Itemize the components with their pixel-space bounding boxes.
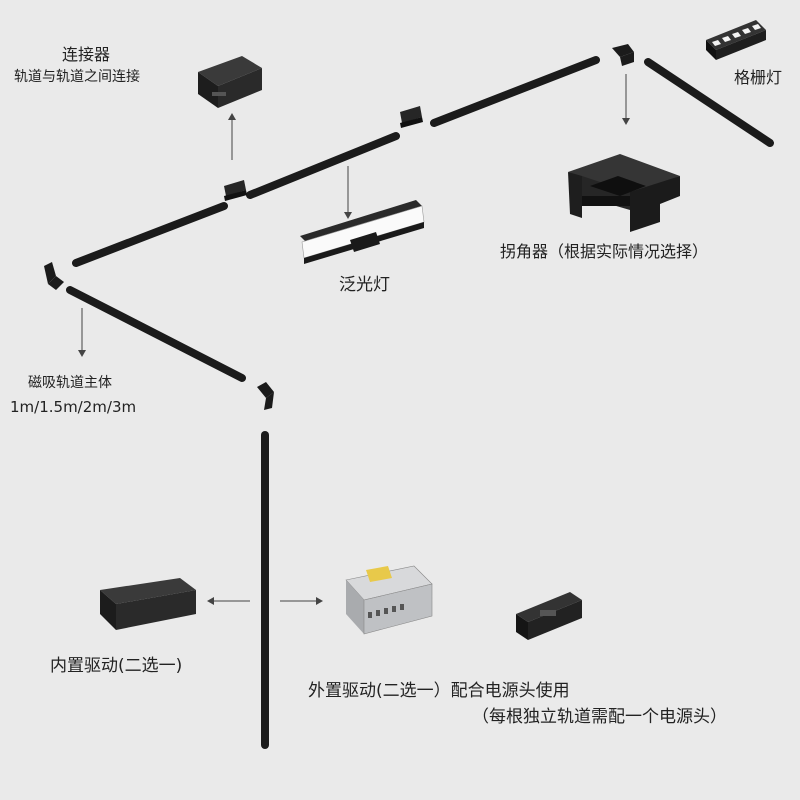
flood-light-product bbox=[300, 200, 425, 264]
track-connector bbox=[224, 180, 247, 201]
corner-connector-product bbox=[568, 154, 680, 232]
track-body-title: 磁吸轨道主体 bbox=[28, 375, 112, 391]
external-driver-note: （每根独立轨道需配一个电源头） bbox=[472, 707, 727, 727]
corner-joint bbox=[612, 44, 634, 66]
track-segment bbox=[72, 202, 228, 267]
external-driver-product bbox=[345, 565, 433, 635]
arrows bbox=[78, 74, 630, 605]
track-segment bbox=[246, 132, 400, 199]
internal-driver-label: 内置驱动(二选一) bbox=[50, 656, 183, 676]
connector-title: 连接器 bbox=[62, 45, 111, 64]
corner-connector-label: 拐角器（根据实际情况选择） bbox=[500, 242, 709, 261]
grille-light-label: 格栅灯 bbox=[734, 68, 783, 87]
power-head-product bbox=[516, 592, 582, 640]
grille-light-product bbox=[706, 20, 766, 60]
track-segment bbox=[66, 286, 246, 382]
corner-joint bbox=[44, 262, 64, 290]
connector-product bbox=[198, 56, 262, 108]
track-sizes: 1m/1.5m/2m/3m bbox=[10, 398, 137, 416]
external-driver-label: 外置驱动(二选一）配合电源头使用 bbox=[308, 681, 570, 701]
flood-light-label: 泛光灯 bbox=[339, 275, 390, 295]
corner-joint bbox=[257, 382, 274, 410]
connector-description: 轨道与轨道之间连接 bbox=[14, 69, 140, 85]
track-connector bbox=[400, 106, 423, 128]
track-segment bbox=[644, 58, 774, 147]
magnetic-track bbox=[66, 56, 774, 749]
internal-driver-product bbox=[100, 578, 196, 630]
track-segment bbox=[430, 56, 600, 127]
